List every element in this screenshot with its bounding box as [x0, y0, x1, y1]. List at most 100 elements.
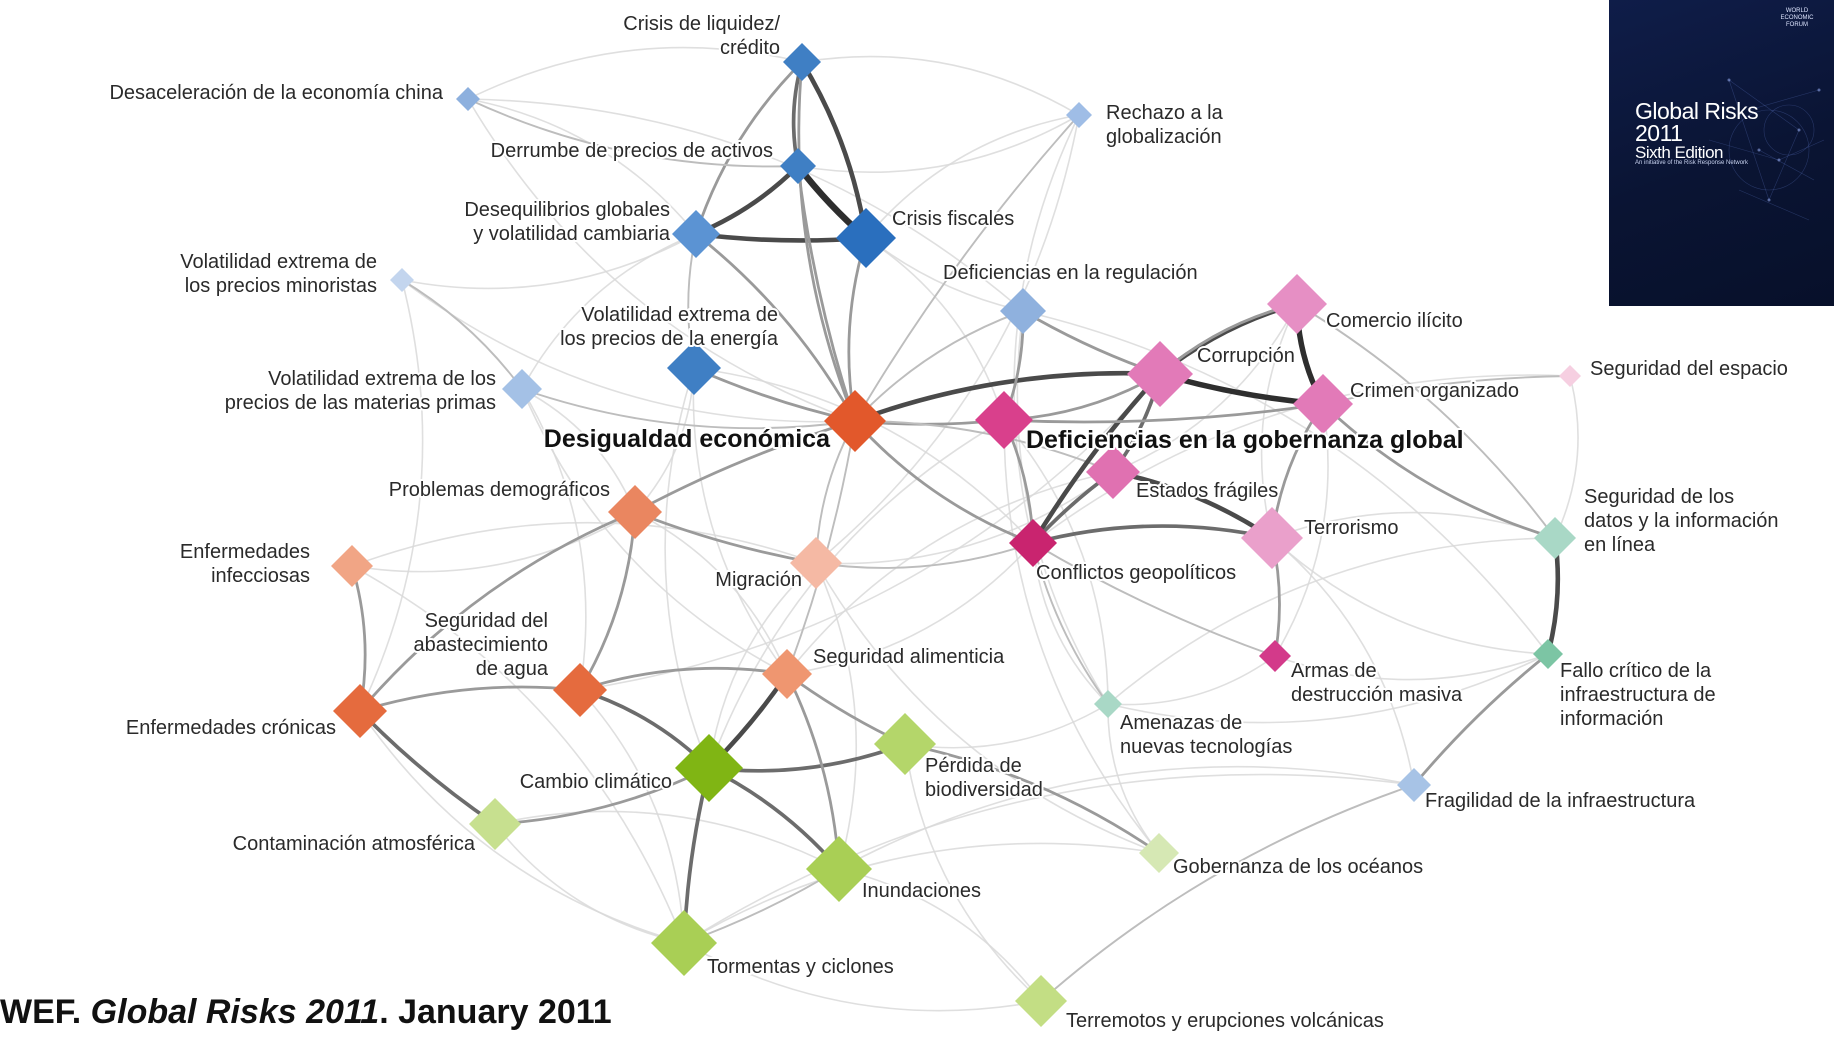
faint-link	[1107, 655, 1276, 706]
risk-label-corrupt: Corrupción	[1197, 345, 1295, 367]
source-caption: WEF. Global Risks 2011. January 2011	[0, 993, 612, 1032]
faint-link	[1107, 653, 1549, 724]
risk-link	[707, 766, 841, 871]
faint-link	[708, 562, 817, 769]
risk-label-line: Desigualdad económica	[544, 425, 831, 453]
risk-label-oceans: Gobernanza de los océanos	[1173, 856, 1423, 878]
faint-link	[865, 114, 1080, 239]
risk-link	[358, 685, 582, 713]
risk-label-line: Crisis de liquidez/	[623, 13, 780, 35]
faint-link	[838, 868, 1042, 1002]
risk-node-rejglob	[1066, 102, 1092, 128]
faint-link	[815, 562, 1160, 854]
faint-link	[359, 279, 424, 712]
risk-label-line: Fallo crítico de la	[1560, 660, 1712, 682]
faint-link	[521, 388, 587, 691]
risk-node-commod	[502, 369, 542, 409]
risk-label-line: en línea	[1584, 534, 1656, 556]
risk-label-line: biodiversidad	[925, 779, 1043, 801]
risk-label-line: Amenazas de	[1120, 712, 1242, 734]
risk-node-demog	[608, 485, 662, 539]
risk-label-demog: Problemas demográficos	[389, 479, 610, 501]
faint-link	[351, 565, 685, 944]
risk-label-line: Gobernanza de los océanos	[1173, 856, 1423, 878]
risk-node-infrafr	[1397, 768, 1431, 802]
risk-label-flood: Inundaciones	[862, 880, 981, 902]
cover-title-line: Sixth Edition	[1635, 143, 1724, 162]
risk-label-line: Seguridad de los	[1584, 486, 1734, 508]
risk-link	[1030, 371, 1163, 546]
risk-node-infect	[331, 545, 373, 587]
risk-node-datasec	[1534, 517, 1576, 559]
risk-label-line: los precios de la energía	[560, 328, 779, 350]
risk-label-line: de agua	[476, 658, 549, 680]
risk-label-line: precios de las materias primas	[225, 392, 496, 414]
risk-link	[358, 510, 637, 713]
risk-label-terror: Terrorismo	[1304, 517, 1398, 539]
risk-node-newtech	[1094, 690, 1122, 718]
report-cover-image: WORLD ECONOMIC FORUM Global Risks 2011 S…	[1609, 0, 1834, 306]
risk-node-china	[456, 87, 480, 111]
caption-suffix: . January 2011	[379, 993, 612, 1031]
risk-link	[1032, 542, 1109, 705]
risk-label-govfail: Deficiencias en la gobernanza global	[1026, 426, 1464, 454]
faint-link	[1112, 303, 1298, 473]
faint-link	[692, 367, 788, 675]
risk-label-line: Corrupción	[1197, 345, 1295, 367]
risk-label-line: Rechazo a la	[1106, 102, 1224, 124]
risk-label-line: Comercio ilícito	[1326, 310, 1463, 332]
risk-label-crime: Crimen organizado	[1350, 380, 1519, 402]
risk-node-fragile	[1086, 445, 1140, 499]
risk-label-line: infraestructura de	[1560, 684, 1716, 706]
risk-node-space	[1559, 365, 1581, 387]
risk-link	[358, 709, 497, 826]
faint-link	[683, 842, 1160, 944]
risk-node-climate	[675, 734, 743, 802]
risk-label-line: Deficiencias en la gobernanza global	[1026, 426, 1464, 454]
risk-node-illicit	[1267, 274, 1327, 334]
risk-label-airpoll: Contaminación atmosférica	[233, 833, 476, 855]
risk-node-imbal	[672, 210, 720, 258]
faint-link	[634, 511, 788, 675]
risk-label-line: Fragilidad de la infraestructura	[1425, 790, 1696, 812]
risk-link	[853, 419, 1035, 545]
risk-node-inequal	[824, 390, 886, 452]
risk-node-geopol	[1009, 519, 1057, 567]
risk-label-line: Seguridad del	[425, 610, 548, 632]
cover-network-pattern	[1708, 78, 1825, 221]
faint-link	[815, 471, 1114, 565]
risk-label-line: Contaminación atmosférica	[233, 833, 476, 855]
faint-link	[1107, 537, 1556, 705]
faint-link	[1032, 542, 1109, 705]
risk-label-line: Crimen organizado	[1350, 380, 1519, 402]
faint-link	[664, 367, 710, 769]
risk-node-chronic	[333, 684, 387, 738]
risk-label-line: Terremotos y erupciones volcánicas	[1066, 1010, 1384, 1032]
risk-label-line: destrucción masiva	[1291, 684, 1463, 706]
faint-link	[786, 471, 1114, 675]
risk-link	[683, 868, 840, 944]
risk-label-line: Crisis fiscales	[892, 208, 1014, 230]
faint-link	[786, 542, 1034, 675]
risk-node-food	[762, 649, 812, 699]
cover-publisher: WORLD ECONOMIC FORUM	[1774, 8, 1820, 29]
risk-label-line: Volatilidad extrema de los	[268, 368, 496, 390]
risk-link	[578, 666, 789, 692]
risk-link	[692, 366, 857, 423]
risk-node-fiscal	[836, 208, 896, 268]
risk-label-fragile: Estados frágiles	[1136, 480, 1278, 502]
risk-label-illicit: Comercio ilícito	[1326, 310, 1463, 332]
cover-publisher-line: FORUM	[1786, 22, 1808, 28]
faint-link	[359, 710, 685, 944]
risk-label-line: abastecimiento	[413, 634, 548, 656]
risk-label-line: Cambio climático	[520, 771, 672, 793]
cover-subtitle: An initiative of the Risk Response Netwo…	[1635, 160, 1749, 166]
